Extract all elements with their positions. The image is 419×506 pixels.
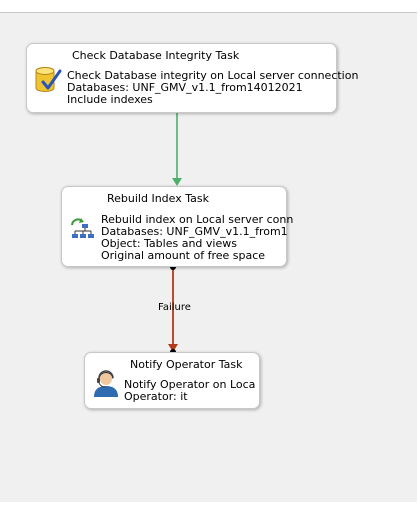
task-detail-line: Object: Tables and views: [101, 237, 237, 250]
task-detail-line: Operator: it: [124, 390, 188, 403]
designer-right-edge: [417, 0, 419, 506]
operator-icon: [92, 368, 120, 401]
task-detail-line: Check Database integrity on Local server…: [67, 69, 359, 82]
task-detail-line: Rebuild index on Local server conn: [101, 213, 294, 226]
task-title: Rebuild Index Task: [107, 192, 209, 205]
task-detail-line: Notify Operator on Loca: [124, 378, 256, 391]
designer-bottom-strip: [0, 502, 419, 506]
rebuild-index-icon: [69, 215, 95, 244]
task-detail-line: Include indexes: [67, 93, 153, 106]
task-title: Notify Operator Task: [130, 358, 243, 371]
check-database-integrity-task[interactable]: Check Database Integrity Task Check Data…: [26, 43, 359, 113]
task-detail-line: Databases: UNF_GMV_v1.1_from14012021: [67, 81, 303, 94]
task-detail-line: Original amount of free space: [101, 249, 266, 262]
rebuild-index-task[interactable]: Rebuild Index Task Rebuild index on Loca…: [61, 186, 294, 267]
designer-top-strip: [0, 0, 419, 13]
notify-operator-task[interactable]: Notify Operator Task Notify Operator on …: [84, 352, 260, 409]
failure-connector-label: Failure: [158, 302, 191, 313]
task-title: Check Database Integrity Task: [72, 49, 240, 62]
task-detail-line: Databases: UNF_GMV_v1.1_from1: [101, 225, 288, 238]
database-check-icon: [32, 64, 64, 99]
